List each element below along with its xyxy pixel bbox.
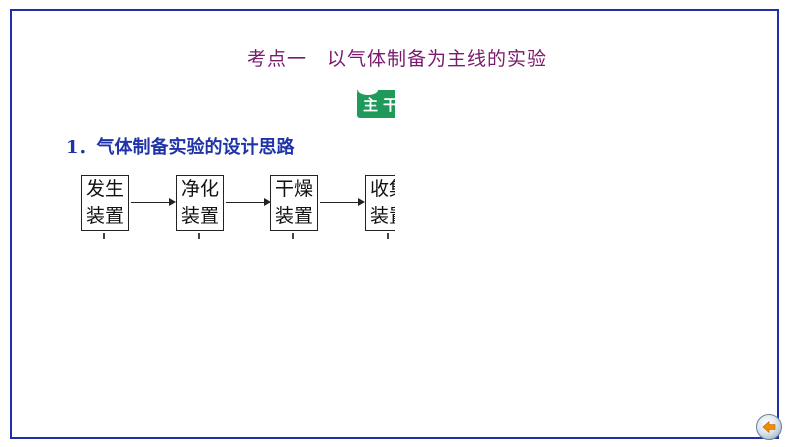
flow-step-label: 装置 — [180, 205, 219, 227]
flow-tick-mark — [103, 233, 105, 239]
slide-frame — [10, 9, 779, 439]
flow-tick-mark — [198, 233, 200, 239]
slide-title: 考点一 以气体制备为主线的实验 — [246, 48, 547, 70]
flow-diagram: 发生 装置 净化 装置 干燥 装置 收集 装置 — [81, 175, 395, 255]
flow-step-label: 装置 — [85, 205, 124, 227]
badge-char-2: 干 — [383, 96, 395, 114]
flow-step-purification: 净化 装置 — [176, 175, 224, 231]
flow-arrow — [320, 198, 365, 206]
flow-tick-mark — [292, 233, 294, 239]
flow-step-label: 发生 — [85, 178, 124, 200]
flow-step-drying: 干燥 装置 — [270, 175, 318, 231]
flow-step-label: 净化 — [180, 178, 219, 200]
flow-step-generation: 发生 装置 — [81, 175, 129, 231]
flow-arrow — [226, 198, 271, 206]
flow-tick-mark — [387, 233, 389, 239]
badge-char-1: 主 — [363, 96, 379, 114]
back-button[interactable] — [756, 414, 782, 440]
flow-arrow — [131, 198, 176, 206]
flow-step-collection: 收集 装置 — [365, 175, 395, 231]
flow-step-label: 收集 — [369, 178, 395, 200]
flow-step-label: 装置 — [274, 205, 313, 227]
back-arrow-icon — [762, 420, 776, 434]
flow-step-label: 装置 — [369, 205, 395, 227]
section-heading: 1．气体制备实验的设计思路 — [66, 137, 295, 158]
flow-step-label: 干燥 — [274, 178, 313, 200]
section-badge: 主 干 — [357, 90, 395, 118]
